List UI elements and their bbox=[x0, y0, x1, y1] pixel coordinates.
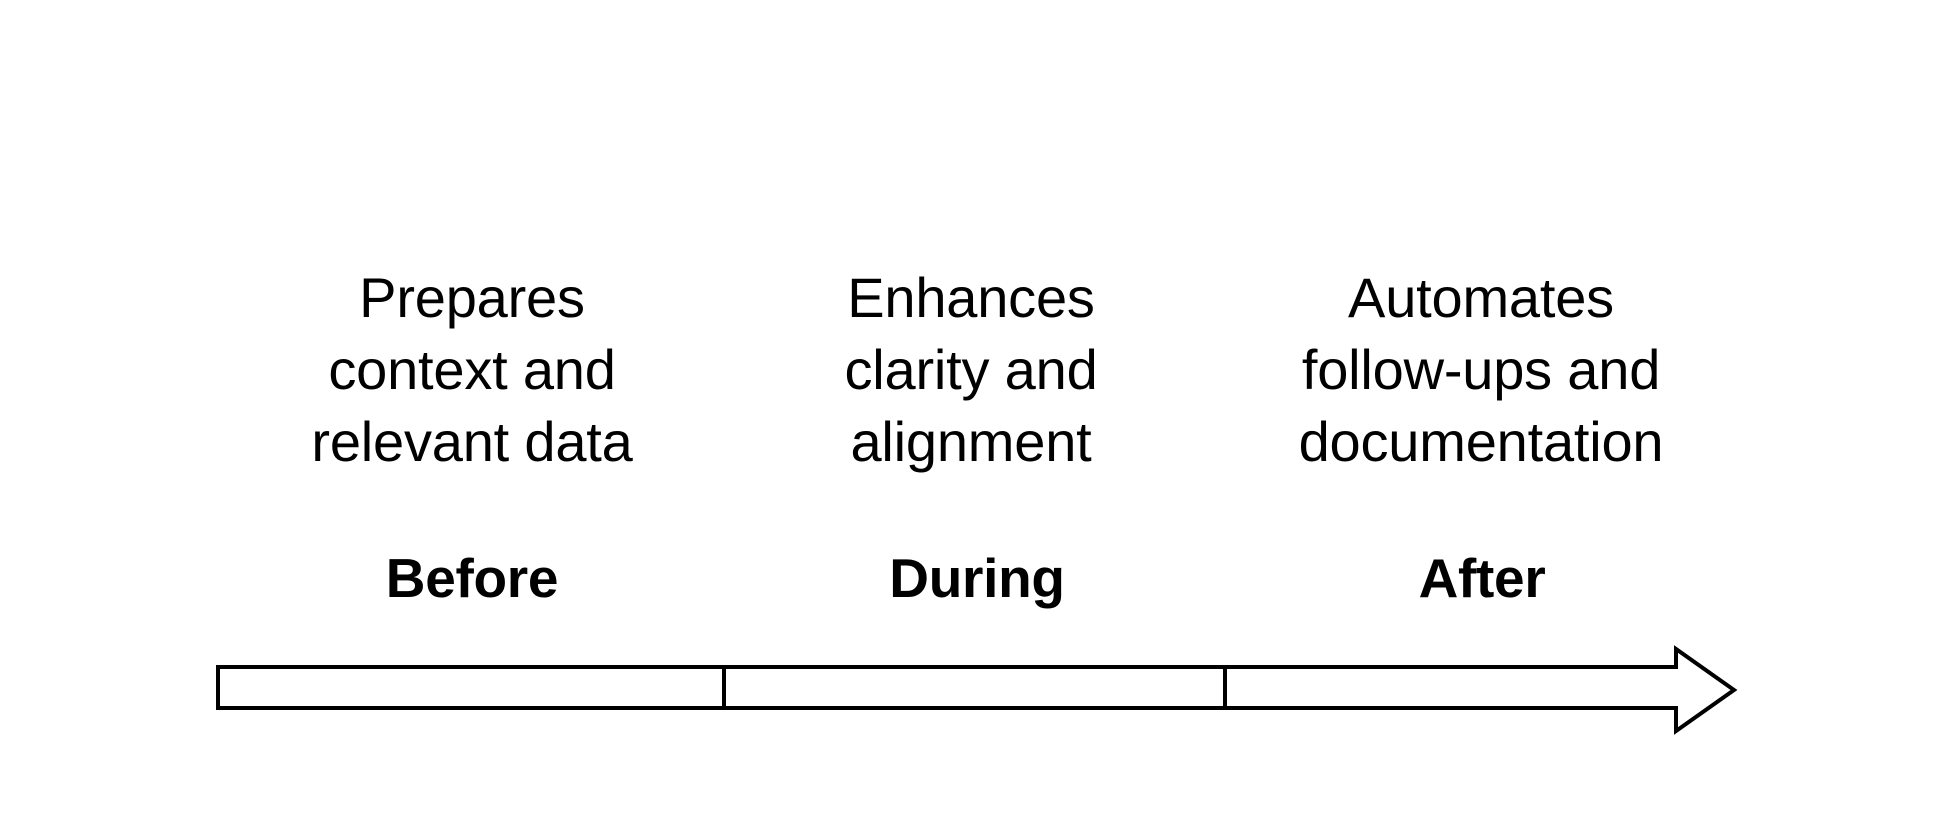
phase-label-before: Before bbox=[385, 547, 559, 609]
phase-description-text: Automates follow-ups and documentation bbox=[1298, 266, 1664, 473]
phase-description-text: Enhances clarity and alignment bbox=[844, 266, 1098, 473]
phase-description-during: Enhances clarity and alignment bbox=[761, 262, 1181, 478]
phase-description-before: Prepares context and relevant data bbox=[262, 262, 682, 478]
phase-label-during: During bbox=[889, 547, 1065, 609]
phase-description-text: Prepares context and relevant data bbox=[311, 266, 633, 473]
phase-label-after: After bbox=[1418, 547, 1546, 609]
phase-description-after: Automates follow-ups and documentation bbox=[1271, 262, 1691, 478]
right-arrow-icon bbox=[216, 645, 1738, 735]
